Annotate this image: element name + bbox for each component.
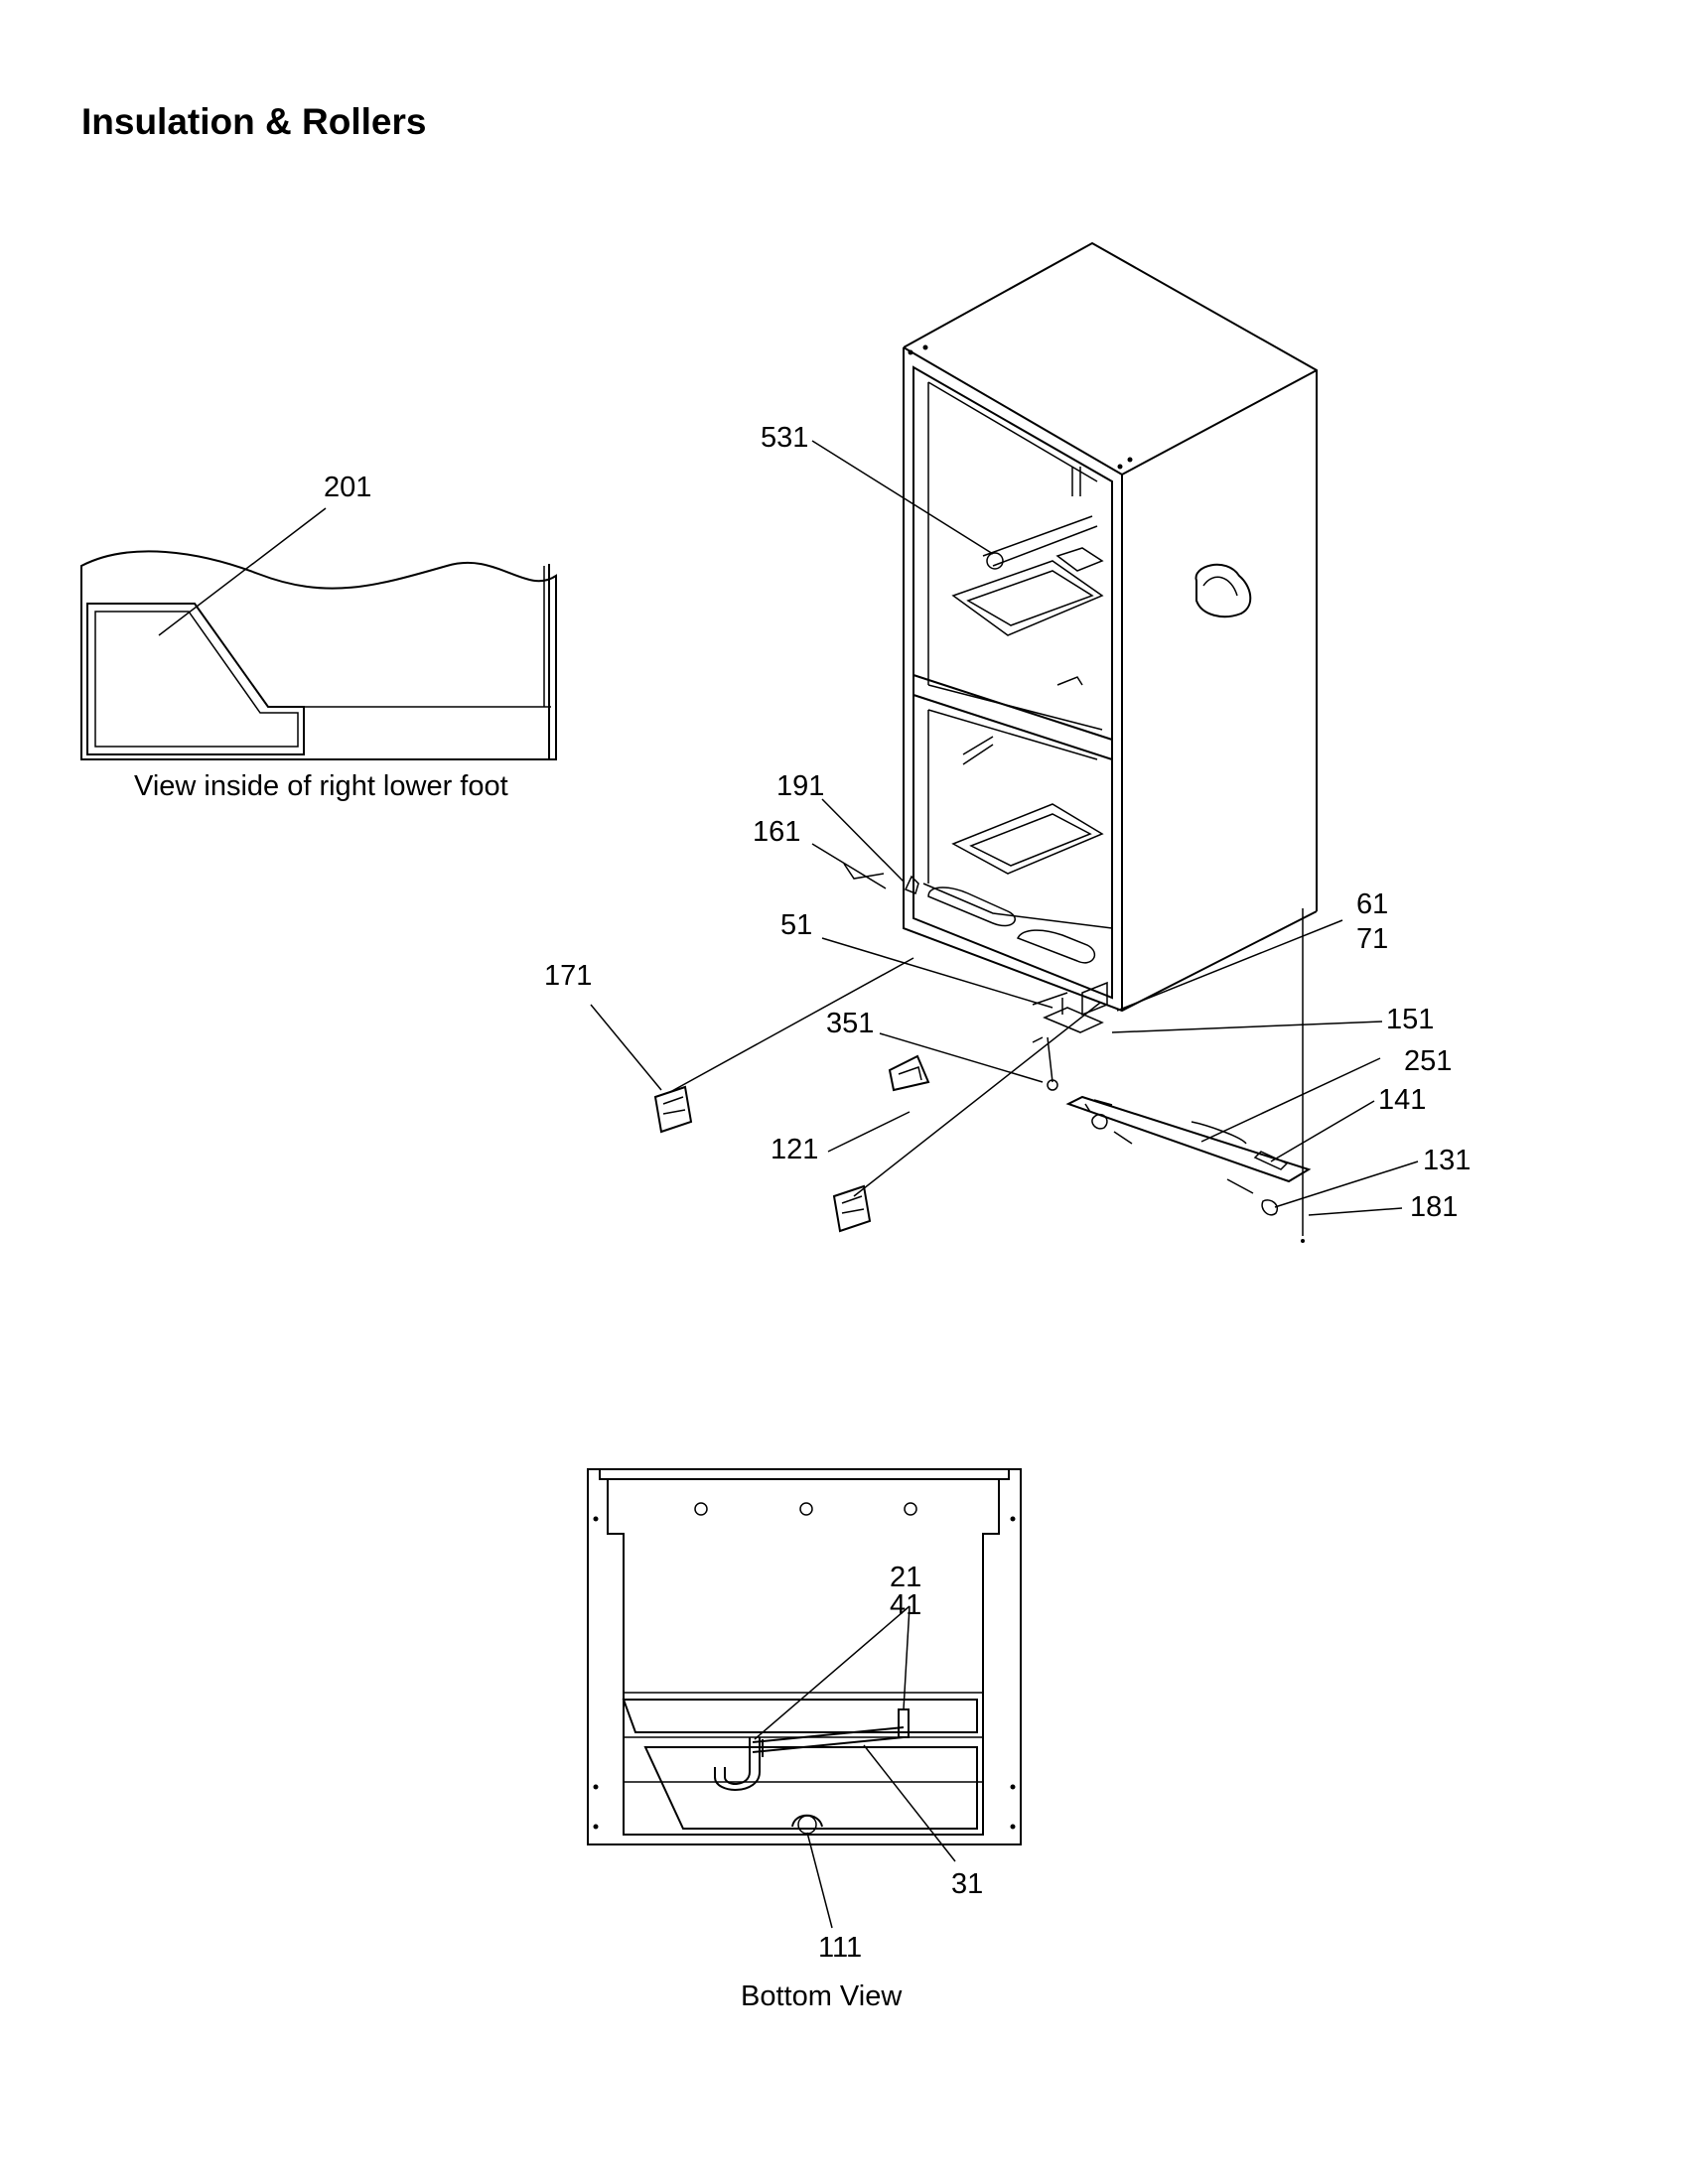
page-title: Insulation & Rollers: [81, 101, 427, 142]
callout-111: 111: [818, 1932, 862, 1964]
callout-201: 201: [324, 472, 371, 503]
callout-51: 51: [780, 909, 812, 941]
bottom-view-panel: [587, 1468, 1022, 1845]
callout-71: 71: [1356, 923, 1388, 955]
callout-131: 131: [1423, 1145, 1471, 1176]
refrigerator-cabinet: [903, 241, 1318, 1013]
callout-171: 171: [544, 960, 592, 992]
bottom-view-leaders: [754, 1605, 956, 1929]
inset-foot-view: [80, 550, 557, 760]
callout-251: 251: [1404, 1045, 1452, 1077]
inset-caption: View inside of right lower foot: [134, 770, 508, 802]
callout-161: 161: [753, 816, 800, 848]
callout-151: 151: [1386, 1004, 1434, 1035]
callout-21: 21: [890, 1562, 921, 1593]
bottom-view-caption: Bottom View: [741, 1980, 903, 2012]
callout-191: 191: [776, 770, 824, 802]
callout-351: 351: [826, 1008, 874, 1039]
callout-leaders: [590, 440, 1419, 1216]
leader-201: [158, 507, 327, 636]
small-parts: [653, 863, 1312, 1243]
callout-181: 181: [1410, 1191, 1458, 1223]
callout-531: 531: [761, 422, 808, 454]
callout-41: 41: [890, 1589, 921, 1621]
callout-61: 61: [1356, 888, 1388, 920]
callout-141: 141: [1378, 1084, 1426, 1116]
callout-121: 121: [771, 1134, 818, 1165]
callout-31: 31: [951, 1868, 983, 1900]
